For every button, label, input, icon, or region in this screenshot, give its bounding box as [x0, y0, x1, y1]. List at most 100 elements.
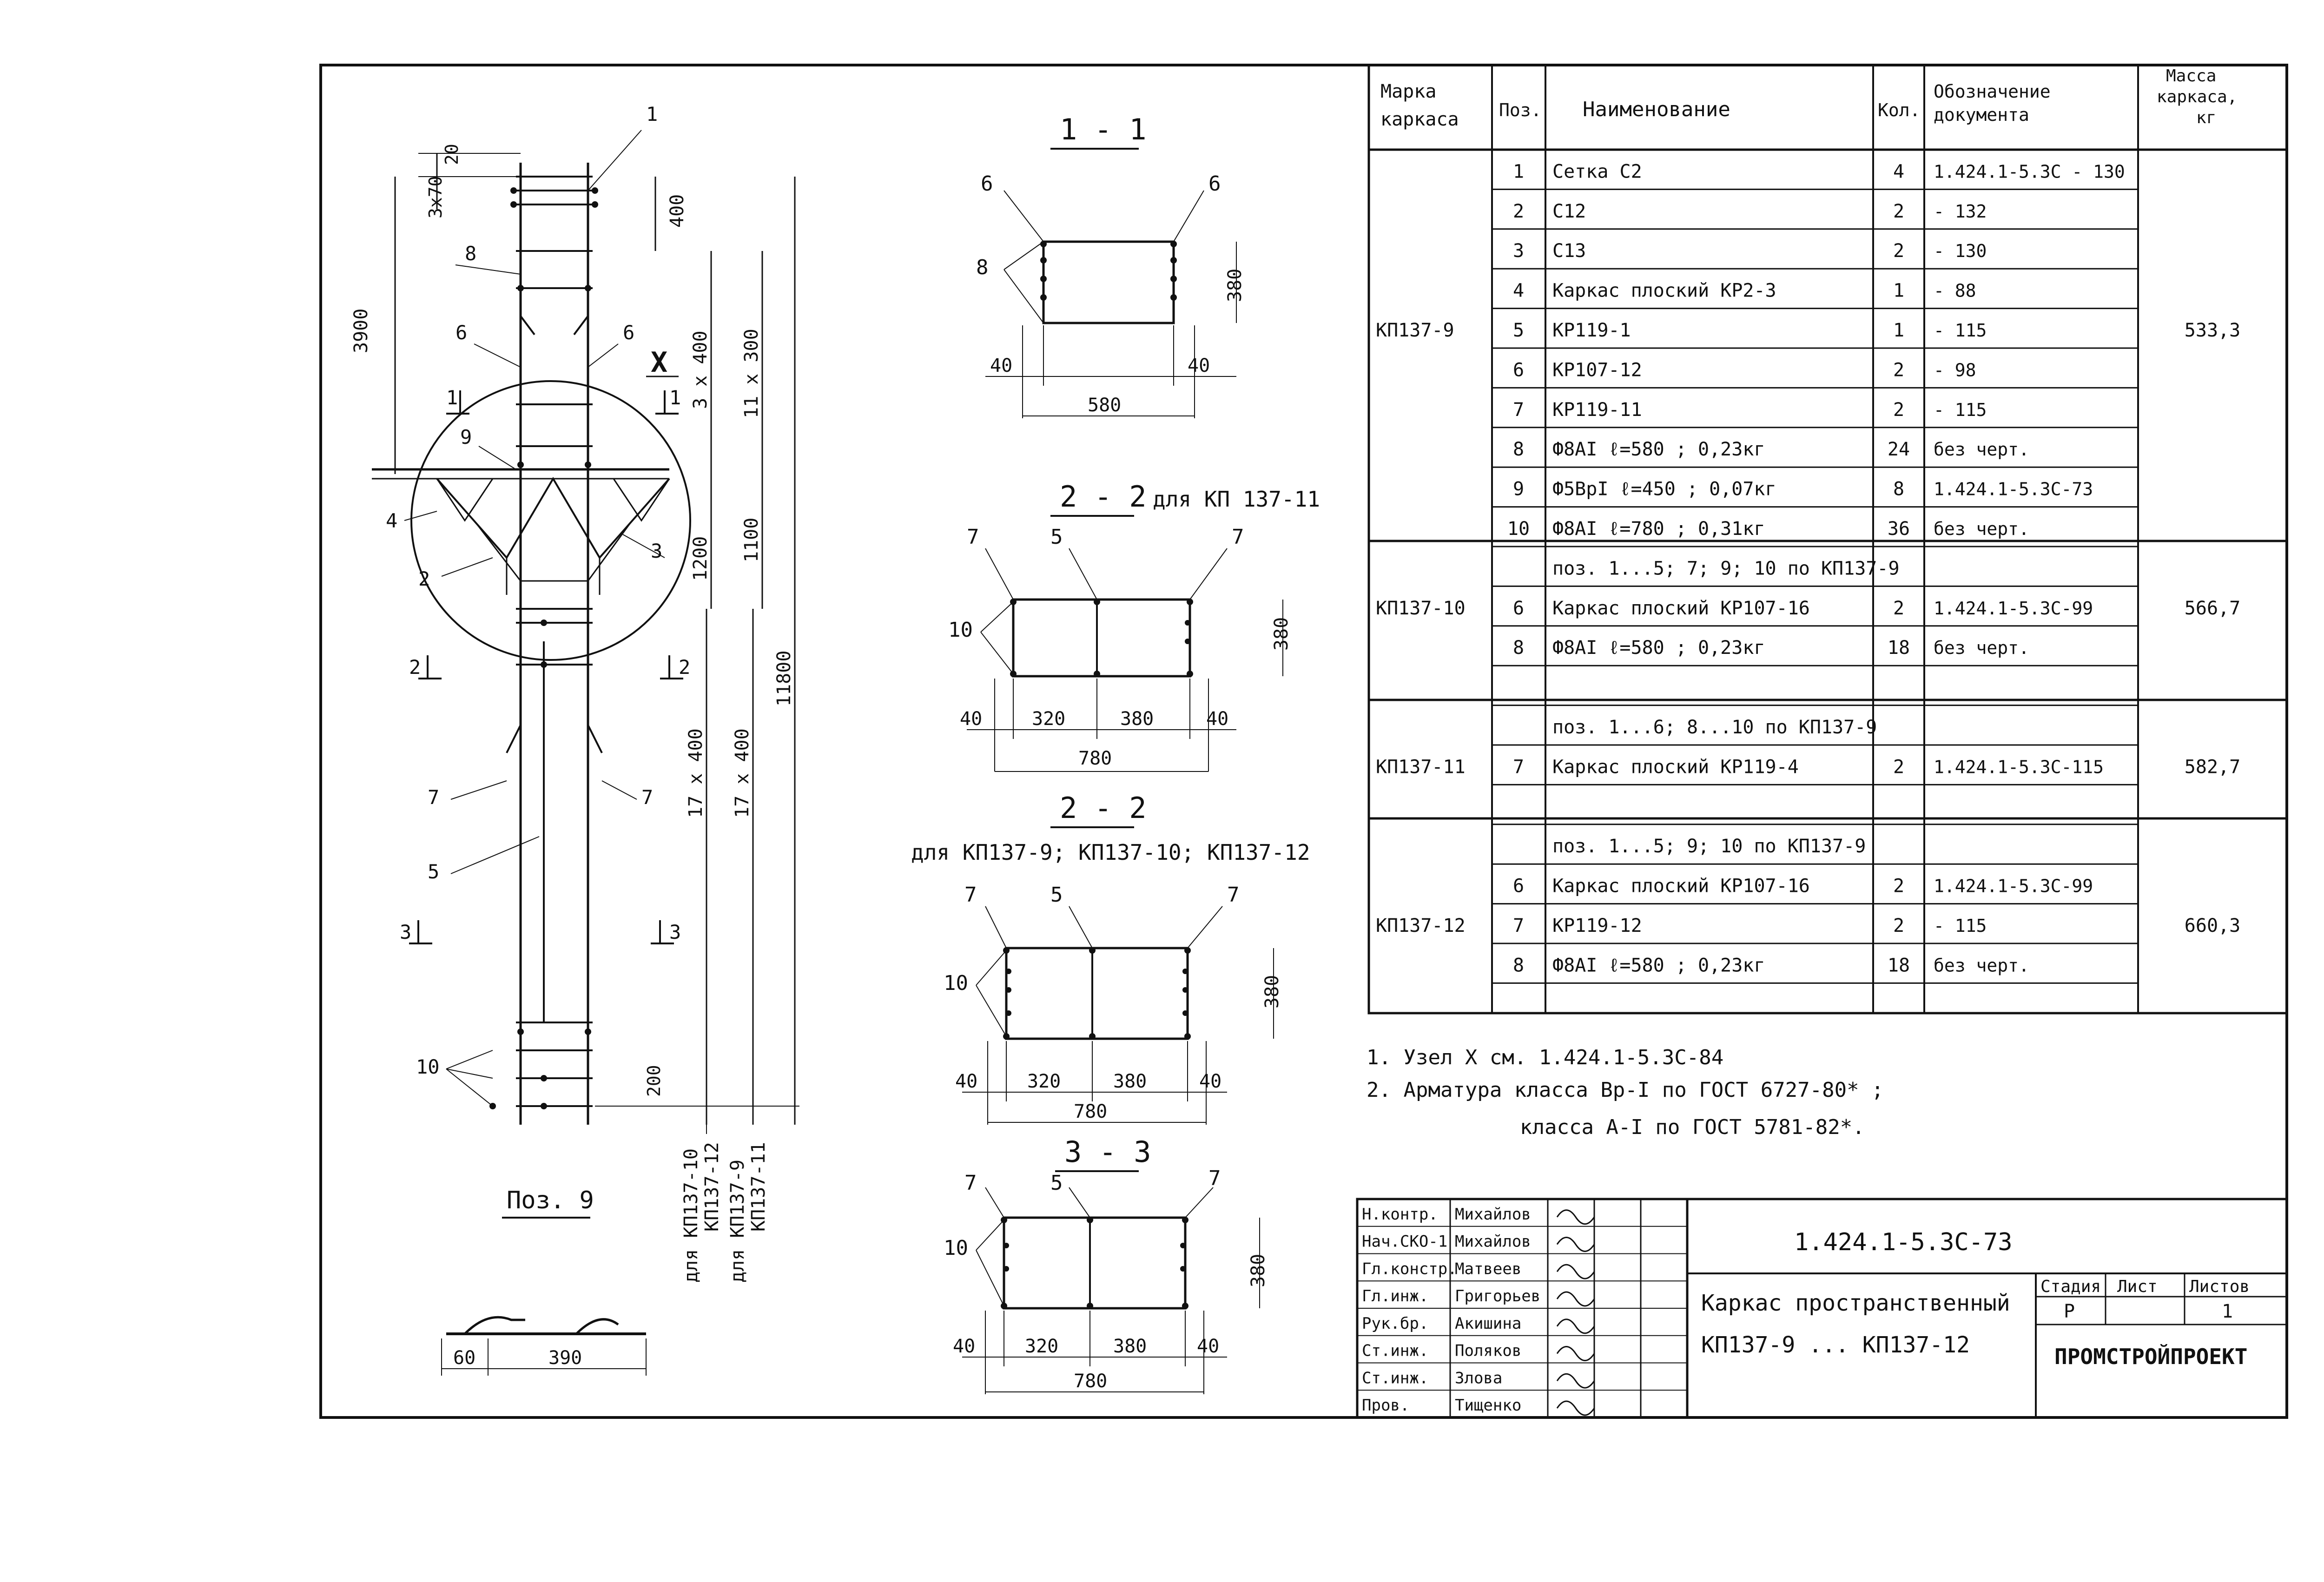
spec-cell: 1.424.1-5.3С-73 — [1934, 479, 2093, 500]
spec-cell: 2 — [1893, 598, 1904, 619]
staff-name: Злова — [1455, 1369, 1502, 1387]
dim-20: 20 — [442, 144, 462, 165]
spec-cell: 3 — [1513, 240, 1524, 262]
pos9-title: Поз. 9 — [507, 1186, 594, 1214]
spec-cell: без черт. — [1934, 439, 2029, 460]
staff-role: Ст.инж. — [1362, 1369, 1428, 1387]
spec-cell: 1 — [1893, 280, 1904, 302]
staff-role: Пров. — [1362, 1396, 1409, 1415]
hdr-pos: Поз. — [1499, 100, 1542, 120]
spec-cell: 660,3 — [2185, 915, 2240, 936]
s22a-dim-320: 320 — [1032, 708, 1065, 730]
spec-cell: 18 — [1888, 955, 1910, 976]
spec-cell: - 115 — [1934, 916, 1987, 936]
staff-role: Нач.СКО-1 — [1362, 1233, 1447, 1251]
signature — [1556, 1237, 1595, 1252]
spec-cell: 8 — [1513, 955, 1524, 976]
spec-cell: КР119-12 — [1552, 915, 1642, 936]
dim-1100: 1100 — [741, 518, 762, 562]
spec-cell: 36 — [1888, 518, 1910, 540]
spec-cell: 2 — [1893, 915, 1904, 936]
spec-cell: 5 — [1513, 320, 1524, 341]
for-label-3: для КП137-9 — [727, 1160, 748, 1283]
spec-table: Марка каркаса Поз. Наименование Кол. Обо… — [1367, 64, 2288, 1015]
spec-cell: 1.424.1-5.3С - 130 — [1934, 161, 2125, 182]
spec-cell: поз. 1...5; 9; 10 по КП137-9 — [1552, 836, 1866, 857]
spec-cell: 7 — [1513, 756, 1524, 778]
spec-cell: 4 — [1513, 280, 1524, 302]
elev-pos-1: 1 — [646, 103, 658, 125]
spec-cell: 7 — [1513, 399, 1524, 421]
tb-title-2: КП137-9 ... КП137-12 — [1701, 1332, 1970, 1358]
spec-cell: 1.424.1-5.3С-99 — [1934, 876, 2093, 896]
spec-cell: 566,7 — [2185, 598, 2240, 619]
s33-dim-780: 780 — [1074, 1371, 1107, 1392]
s22b-pos-7a: 7 — [964, 883, 977, 907]
sheet-frame — [319, 64, 2288, 1419]
spec-cell: - 115 — [1934, 400, 1987, 420]
spec-cell: поз. 1...5; 7; 9; 10 по КП137-9 — [1552, 558, 1900, 579]
spec-cell: Каркас плоский КР119-4 — [1552, 756, 1799, 778]
elev-pos-4: 4 — [386, 509, 397, 532]
spec-cell: 10 — [1507, 518, 1530, 540]
spec-cell: 2 — [1893, 399, 1904, 421]
for-label-4: КП137-11 — [748, 1142, 769, 1232]
s22b-title: 2 - 2 — [1060, 791, 1147, 825]
section-2-2-others: 2 - 2 для КП137-9; КП137-10; КП137-12 7 … — [911, 791, 1310, 1125]
s33-dim-380: 380 — [1113, 1336, 1147, 1357]
elev-pos-6a: 6 — [456, 321, 467, 344]
spec-cell: - 88 — [1934, 281, 1976, 301]
tb-title-1: Каркас пространственный — [1701, 1290, 2010, 1316]
for-label-1: для КП137-10 — [680, 1148, 702, 1283]
spec-cell: 2 — [1893, 756, 1904, 778]
elev-pos-5: 5 — [428, 860, 439, 883]
spec-cell: - 132 — [1934, 201, 1987, 222]
dim-200: 200 — [644, 1065, 664, 1097]
s22b-dim-380v: 380 — [1261, 975, 1283, 1009]
hdr-doc-2: документа — [1934, 105, 2029, 125]
note-2: 2. Арматура класса Вр-I по ГОСТ 6727-80*… — [1367, 1078, 1884, 1102]
spec-cell: КП137-9 — [1376, 320, 1454, 341]
signature — [1556, 1346, 1595, 1361]
spec-cell: без черт. — [1934, 638, 2029, 658]
s11-title: 1 - 1 — [1060, 112, 1147, 146]
s11-dim-40b: 40 — [1188, 355, 1210, 376]
s22b-dim-320: 320 — [1027, 1071, 1061, 1092]
s11-pos-6b: 6 — [1208, 172, 1221, 196]
s22b-pos-5: 5 — [1050, 883, 1063, 907]
hdr-mass-1: Масса — [2166, 66, 2216, 86]
spec-cell: С12 — [1552, 201, 1586, 222]
cut-1-right: 1 — [669, 386, 681, 409]
staff-role: Н.контр. — [1362, 1205, 1438, 1224]
staff-role: Рук.бр. — [1362, 1314, 1428, 1333]
s33-pos-7a: 7 — [964, 1171, 977, 1195]
s22b-dim-780: 780 — [1074, 1101, 1107, 1122]
signature — [1556, 1373, 1595, 1389]
cut-3-left: 3 — [400, 921, 411, 943]
spec-cell: 8 — [1893, 479, 1904, 500]
signature — [1556, 1291, 1595, 1307]
tb-sheets: 1 — [2222, 1301, 2233, 1322]
hdr-marka-2: каркаса — [1380, 109, 1459, 130]
spec-cell: Ф8АI ℓ=580 ; 0,23кг — [1552, 637, 1765, 659]
spec-cell: Ф5ВрI ℓ=450 ; 0,07кг — [1552, 479, 1776, 500]
staff-role: Гл.констр. — [1362, 1259, 1457, 1278]
s22a-dim-40b: 40 — [1206, 708, 1228, 730]
s33-pos-7b: 7 — [1208, 1167, 1221, 1190]
hdr-marka-1: Марка — [1380, 81, 1436, 102]
elev-pos-2: 2 — [418, 567, 430, 590]
s22a-pos-10: 10 — [948, 618, 973, 642]
s22b-dim-40a: 40 — [955, 1071, 977, 1092]
s11-dim-380: 380 — [1224, 269, 1246, 302]
s22a-dim-380: 380 — [1120, 708, 1154, 730]
s22b-sub: для КП137-9; КП137-10; КП137-12 — [911, 840, 1310, 865]
spec-cell: 6 — [1513, 876, 1524, 897]
spec-cell: Сетка С2 — [1552, 161, 1642, 182]
spec-cell: 2 — [1893, 359, 1904, 381]
elevation-view: 20 3х70 3900 400 3 х 400 11 х 300 1200 1… — [350, 103, 799, 1283]
for-label-2: КП137-12 — [701, 1142, 723, 1232]
staff-name: Матвеев — [1455, 1259, 1521, 1278]
signature — [1556, 1209, 1595, 1225]
